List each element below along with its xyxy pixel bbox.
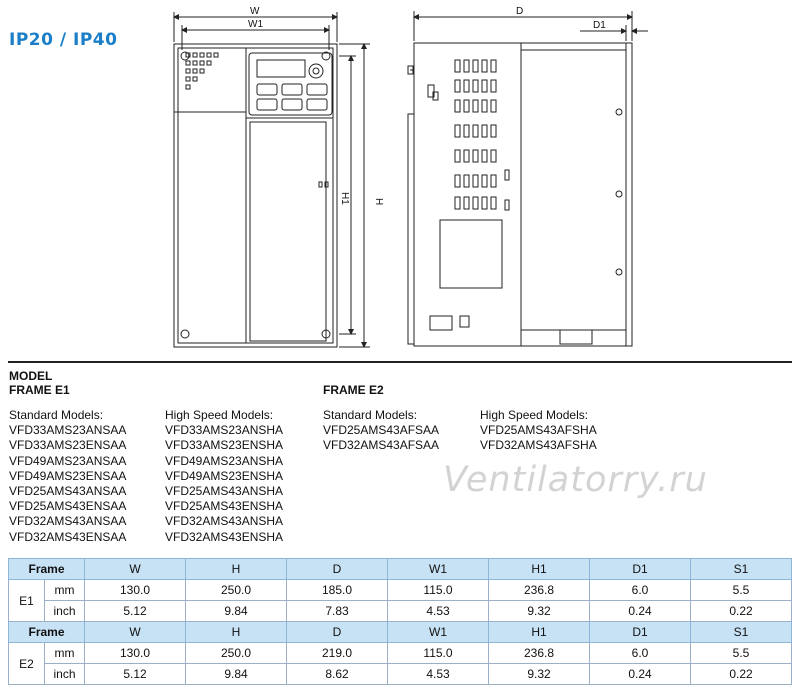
dim-label-d: D (516, 6, 523, 17)
dim-label-w1: W1 (248, 19, 263, 30)
list-item: VFD25AMS43ANSAA (9, 484, 127, 499)
list-item: VFD25AMS43AFSAA (323, 423, 440, 438)
column-header: H (185, 558, 287, 580)
value-cell: 9.84 (185, 663, 287, 685)
e1-high-speed-heading: High Speed Models: (165, 408, 274, 422)
unit-cell: inch (44, 663, 85, 685)
frame-name-cell: E2 (8, 642, 45, 685)
value-cell: 5.5 (690, 642, 792, 664)
dimension-drawing: W W1 H H1 D D1 (173, 6, 648, 348)
dim-label-d1: D1 (593, 20, 606, 31)
value-cell: 250.0 (185, 579, 287, 601)
list-item: VFD25AMS43ANSHA (165, 484, 284, 499)
column-header: S1 (690, 621, 792, 643)
value-cell: 130.0 (84, 579, 186, 601)
value-cell: 236.8 (488, 642, 590, 664)
unit-cell: inch (44, 600, 85, 622)
unit-cell: mm (44, 579, 85, 601)
column-header: W1 (387, 558, 489, 580)
column-header: D1 (589, 558, 691, 580)
list-item: VFD49AMS23ENSAA (9, 468, 127, 483)
list-item: VFD25AMS43ENSAA (9, 499, 127, 514)
value-cell: 5.5 (690, 579, 792, 601)
list-item: VFD33AMS23ANSHA (165, 423, 284, 438)
column-header: H1 (488, 558, 590, 580)
value-cell: 4.53 (387, 600, 489, 622)
list-item: VFD33AMS23ANSAA (9, 423, 127, 438)
value-cell: 9.32 (488, 600, 590, 622)
e2-high-speed-models: High Speed Models: VFD25AMS43AFSHA VFD32… (480, 408, 597, 454)
value-cell: 236.8 (488, 579, 590, 601)
list-item: VFD25AMS43AFSHA (480, 423, 597, 438)
value-cell: 250.0 (185, 642, 287, 664)
unit-cell: mm (44, 642, 85, 664)
column-header: D (286, 558, 388, 580)
list-item: VFD32AMS43ENSHA (165, 529, 284, 544)
frame-e2-label: FRAME E2 (323, 383, 384, 397)
model-heading-block: MODEL FRAME E1 (9, 369, 70, 397)
value-cell: 8.62 (286, 663, 388, 685)
list-item: VFD32AMS43ENSAA (9, 529, 127, 544)
value-cell: 7.83 (286, 600, 388, 622)
dimensions-table: Frame W H D W1 H1 D1 S1 E1 mm 130.0 250.… (8, 558, 792, 685)
value-cell: 130.0 (84, 642, 186, 664)
value-cell: 9.84 (185, 600, 287, 622)
e1-standard-heading: Standard Models: (9, 408, 104, 422)
column-header: D1 (589, 621, 691, 643)
ip-rating-title: IP20 / IP40 (9, 30, 118, 50)
table-row: inch 5.12 9.84 7.83 4.53 9.32 0.24 0.22 (9, 600, 792, 622)
list-item: VFD32AMS43AFSAA (323, 438, 440, 453)
value-cell: 6.0 (589, 642, 691, 664)
value-cell: 6.0 (589, 579, 691, 601)
watermark: Ventilatorry.ru (443, 460, 708, 500)
list-item: VFD33AMS23ENSAA (9, 438, 127, 453)
list-item: VFD49AMS23ENSHA (165, 468, 284, 483)
e2-standard-heading: Standard Models: (323, 408, 418, 422)
frame-name-cell: E1 (8, 579, 45, 622)
list-item: VFD49AMS23ANSHA (165, 453, 284, 468)
list-item: VFD49AMS23ANSAA (9, 453, 127, 468)
model-heading: MODEL (9, 369, 53, 383)
column-header: W (84, 558, 186, 580)
list-item: VFD33AMS23ENSHA (165, 438, 284, 453)
value-cell: 0.22 (690, 663, 792, 685)
e2-high-speed-heading: High Speed Models: (480, 408, 589, 422)
column-header: D (286, 621, 388, 643)
column-header: H (185, 621, 287, 643)
value-cell: 115.0 (387, 642, 489, 664)
table-header-row: Frame W H D W1 H1 D1 S1 (8, 558, 792, 580)
table-row: inch 5.12 9.84 8.62 4.53 9.32 0.24 0.22 (9, 663, 792, 685)
table-header-row: Frame W H D W1 H1 D1 S1 (8, 621, 792, 643)
section-divider (8, 361, 792, 363)
frame-header: Frame (8, 621, 85, 643)
column-header: W1 (387, 621, 489, 643)
value-cell: 4.53 (387, 663, 489, 685)
value-cell: 9.32 (488, 663, 590, 685)
value-cell: 5.12 (84, 663, 186, 685)
e2-standard-models: Standard Models: VFD25AMS43AFSAA VFD32AM… (323, 408, 439, 454)
value-cell: 0.24 (589, 600, 691, 622)
list-item: VFD32AMS43AFSHA (480, 438, 597, 453)
dim-label-w: W (250, 6, 260, 17)
column-header: H1 (488, 621, 590, 643)
value-cell: 219.0 (286, 642, 388, 664)
frame-e1-label: FRAME E1 (9, 383, 70, 397)
value-cell: 115.0 (387, 579, 489, 601)
e1-standard-models: Standard Models: VFD33AMS23ANSAA VFD33AM… (9, 408, 126, 545)
column-header: S1 (690, 558, 792, 580)
list-item: VFD32AMS43ANSHA (165, 514, 284, 529)
table-row: E1 mm 130.0 250.0 185.0 115.0 236.8 6.0 … (8, 579, 792, 622)
table-row: E2 mm 130.0 250.0 219.0 115.0 236.8 6.0 … (8, 642, 792, 685)
list-item: VFD32AMS43ANSAA (9, 514, 127, 529)
value-cell: 0.22 (690, 600, 792, 622)
dim-label-h1: H1 (339, 192, 350, 205)
value-cell: 5.12 (84, 600, 186, 622)
value-cell: 0.24 (589, 663, 691, 685)
frame-header: Frame (8, 558, 85, 580)
value-cell: 185.0 (286, 579, 388, 601)
list-item: VFD25AMS43ENSHA (165, 499, 284, 514)
e1-high-speed-models: High Speed Models: VFD33AMS23ANSHA VFD33… (165, 408, 283, 545)
dim-label-h: H (373, 198, 384, 205)
column-header: W (84, 621, 186, 643)
